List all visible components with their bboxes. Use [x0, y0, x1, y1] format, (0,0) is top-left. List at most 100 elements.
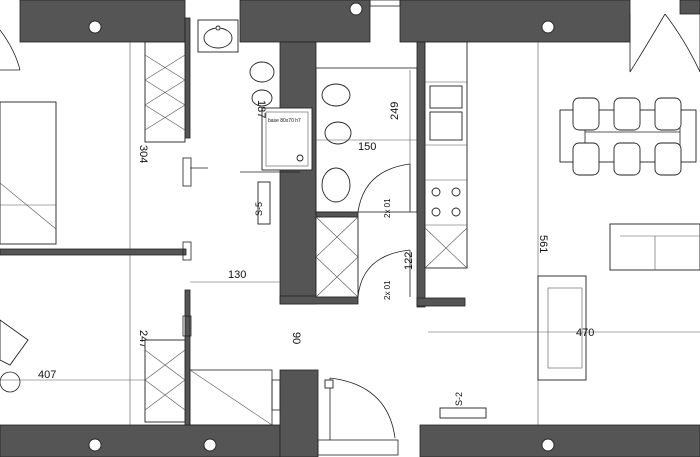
wall-bathroom-left [279, 41, 317, 305]
utility-closet [189, 369, 273, 426]
wall-top-mid [239, 0, 371, 43]
bedroom-2: 407 247 [0, 255, 273, 426]
wardrobe-2 [144, 339, 186, 423]
sink-basin [429, 85, 463, 109]
towel-radiator [257, 181, 271, 225]
kitchen-hatch [424, 227, 468, 269]
dim-122: 122 [403, 252, 415, 270]
sink-bowl [203, 27, 233, 49]
wall-kitchen [416, 41, 426, 308]
burner-icon [431, 207, 441, 217]
armchair-seat [547, 287, 583, 369]
chair [613, 142, 641, 176]
column-circle [349, 2, 363, 16]
bedroom-1: 304 [0, 41, 186, 249]
door-swing-closet [357, 249, 411, 298]
window-top [369, 0, 401, 7]
wall-top-far [679, 0, 700, 15]
wall-top-right [399, 0, 631, 43]
dining-table [559, 97, 697, 176]
lamp-icon [0, 371, 21, 393]
double-bed [0, 101, 57, 245]
wall-partition-2 [184, 289, 191, 426]
dim-249: 249 [389, 102, 401, 120]
door-frame [182, 315, 192, 337]
toilet [249, 61, 275, 83]
dim-s2: S-2 [454, 392, 464, 406]
column-circle [541, 20, 555, 34]
bed-line [0, 182, 57, 230]
wall-bath-mid [315, 211, 359, 218]
sink-2 [321, 167, 351, 203]
kitchen-counter [424, 41, 468, 269]
drain-icon [296, 154, 304, 162]
bidet [251, 89, 273, 107]
column-circle [88, 20, 102, 34]
dim-150: 150 [358, 141, 376, 153]
shower-inner [265, 111, 309, 167]
balcony-door [629, 13, 700, 73]
wall-kitchen-bottom [416, 297, 466, 307]
living-room: 561 470 [428, 42, 700, 425]
toilet-2 [321, 83, 351, 107]
entrance-door-swing [329, 377, 396, 439]
closet-hatch [315, 216, 359, 298]
armchair [537, 275, 587, 381]
wall-partition [184, 17, 191, 139]
corridor: 130 90 [182, 157, 302, 411]
window-bottom [317, 439, 399, 456]
shower-tray [261, 107, 313, 171]
wall-top-left [19, 0, 186, 43]
dim-90: 90 [290, 332, 302, 344]
entrance: S-2 [324, 377, 487, 440]
stove-hob [431, 187, 461, 217]
burner-icon [451, 207, 461, 217]
dim-130: 130 [228, 269, 246, 281]
bidet-2 [324, 121, 352, 145]
dim-2y: 2x 01 [383, 280, 392, 300]
chair [572, 97, 600, 131]
burner-icon [451, 187, 461, 197]
tap-icon [215, 25, 221, 31]
single-bed [0, 319, 29, 366]
column-circle [203, 438, 217, 452]
bathroom-1: base 80x70 h7 187 S-5 [190, 19, 313, 225]
radiator [271, 379, 281, 411]
column-circle [88, 438, 102, 452]
wardrobe-2-hatch [144, 349, 186, 411]
dim-187: 187 [255, 100, 267, 118]
wall-bottom-pillar [279, 369, 319, 457]
chair [654, 97, 682, 131]
kitchen [424, 41, 468, 269]
dim-470: 470 [576, 327, 594, 339]
wardrobe-hatch [144, 54, 186, 131]
dim-561: 561 [537, 235, 549, 253]
shower-label: base 80x70 h7 [268, 118, 301, 124]
dim-304: 304 [137, 145, 149, 163]
bathroom-2: 150 249 2x 01 122 2x 01 [315, 67, 418, 300]
door-frame [182, 157, 192, 187]
burner-icon [431, 187, 441, 197]
wall-corridor [0, 248, 187, 256]
column-markers [88, 2, 555, 452]
column-circle [541, 438, 555, 452]
door-frame [182, 241, 192, 261]
towel-radiator-2 [439, 407, 487, 419]
door-swing-bath2 [357, 163, 411, 213]
dim-2x: 2x 01 [383, 198, 392, 218]
wall-bottom-left [0, 424, 281, 457]
wall-bottom-right [419, 424, 700, 457]
door-handle-icon [324, 379, 334, 389]
dim-s5: S-5 [254, 202, 264, 216]
left-window [0, 29, 21, 71]
chair [613, 97, 641, 131]
closet-hatch-lines [315, 216, 359, 298]
chair [572, 142, 600, 176]
wardrobe [144, 41, 186, 143]
chair [654, 142, 682, 176]
closet-diag [189, 369, 273, 426]
dim-407: 407 [38, 369, 56, 381]
